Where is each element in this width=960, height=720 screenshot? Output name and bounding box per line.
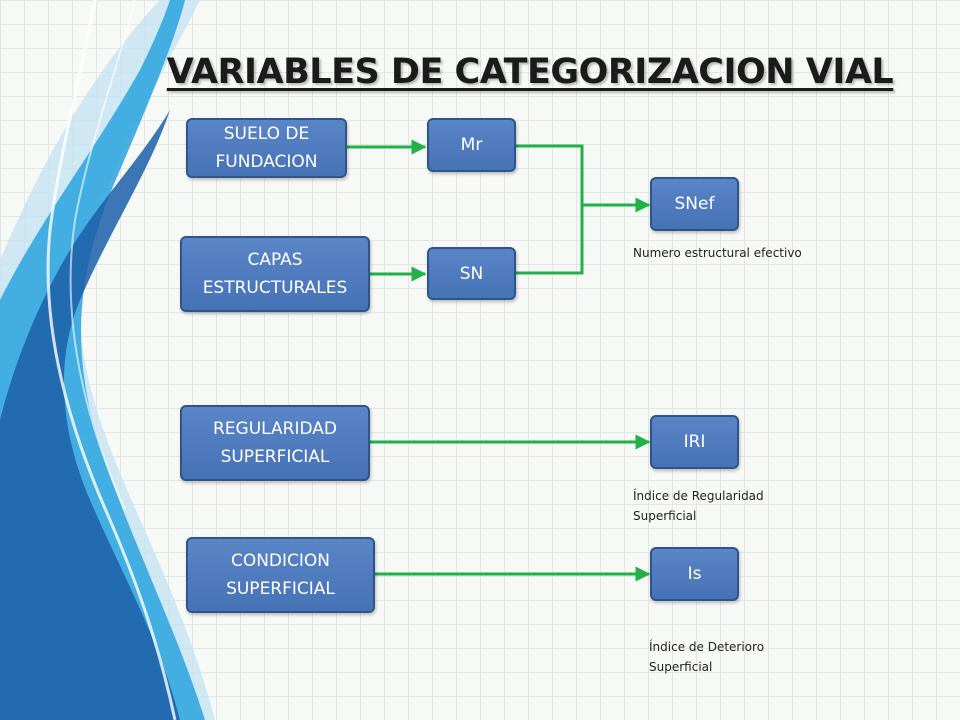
box-regularidad-superficial: REGULARIDAD SUPERFICIAL — [180, 405, 370, 481]
box-capas-estructurales: CAPAS ESTRUCTURALES — [180, 236, 370, 312]
box-snef: SNef — [650, 177, 739, 231]
box-condicion-superficial: CONDICION SUPERFICIAL — [186, 537, 375, 613]
swoosh-highlight-2 — [69, 0, 136, 511]
box-is: Is — [650, 547, 739, 601]
swoosh-highlight — [46, 0, 177, 720]
box-iri: IRI — [650, 415, 739, 469]
box-suelo-de-fundacion: SUELO DE FUNDACION — [186, 118, 347, 178]
swoosh-band-dark — [0, 110, 180, 720]
page-title: VARIABLES DE CATEGORIZACION VIAL — [166, 52, 894, 92]
line-mr-to-merge — [516, 144, 584, 275]
box-mr: Mr — [427, 118, 516, 172]
caption-iri: Índice de Regularidad Superficial — [633, 489, 764, 523]
box-sn: SN — [427, 247, 516, 300]
caption-is: Índice de Deterioro Superficial — [649, 640, 765, 674]
caption-snef: Numero estructural efectivo — [633, 246, 802, 260]
